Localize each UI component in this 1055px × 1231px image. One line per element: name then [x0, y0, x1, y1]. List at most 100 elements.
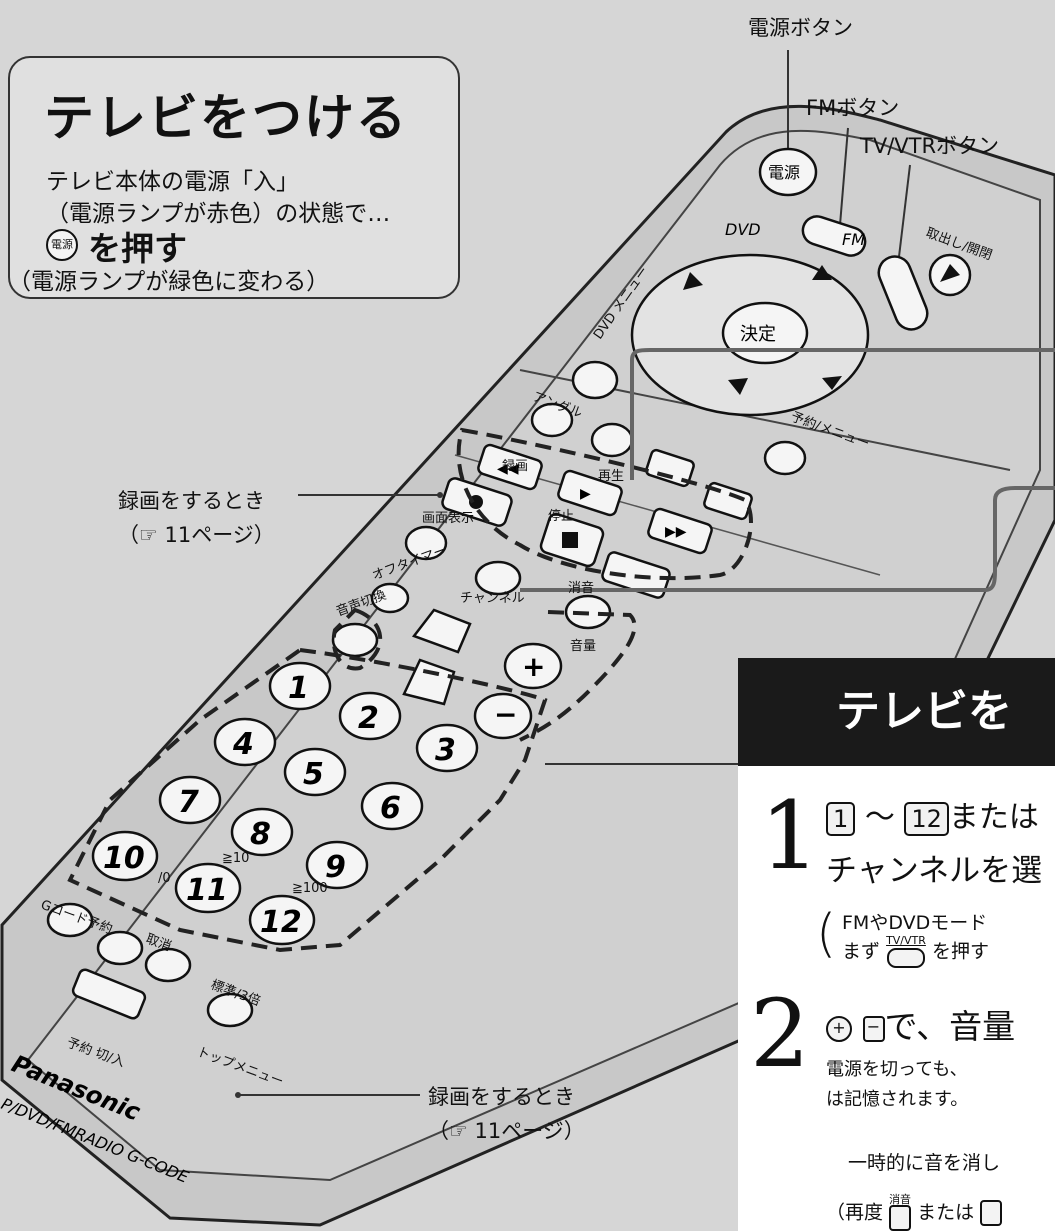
svg-text:7: 7	[178, 785, 199, 820]
svg-text:◀◀: ◀◀	[497, 461, 519, 477]
callout-title: テレビをつける	[44, 89, 408, 147]
step-2-note-3: 一時的に音を消し	[848, 1152, 1001, 1174]
fm-button-label: FMボタン	[806, 96, 900, 120]
callout-line-1: テレビ本体の電源「入」	[46, 169, 299, 195]
power-button-label: 電源ボタン	[748, 16, 853, 40]
ff-button	[647, 507, 713, 555]
plus-icon: +	[826, 1015, 852, 1042]
tvvtr-key-icon	[886, 947, 925, 968]
eject-button	[928, 253, 972, 297]
reset-button	[71, 968, 147, 1020]
screen-display-button	[404, 525, 448, 561]
skip-back-button	[645, 448, 695, 488]
record-page-ref-upper: （☞ 11ページ）	[118, 523, 275, 547]
number-pad: 1 2 3 4 5 6 7 8 9 10 11 12	[91, 661, 479, 946]
note4-prefix: （再度	[826, 1201, 884, 1224]
step-1-number: 1	[760, 782, 820, 891]
svg-text:停止: 停止	[548, 508, 574, 524]
off-timer-button	[370, 582, 410, 614]
key-icon	[980, 1200, 1003, 1226]
channel-down-button	[402, 658, 456, 706]
svg-text:画面表示: 画面表示	[422, 511, 474, 526]
record-label-lower: 録画をするとき	[428, 1085, 575, 1109]
svg-text:チャンネル: チャンネル	[460, 591, 525, 606]
svg-text:3: 3	[435, 733, 456, 768]
svg-text:6: 6	[380, 791, 401, 826]
svg-text:消音: 消音	[568, 580, 594, 596]
volume-up-button	[503, 642, 563, 690]
svg-text:9: 9	[325, 850, 346, 885]
cancel-button	[96, 930, 144, 966]
volume-down-button	[473, 692, 533, 740]
power-button: 電源	[758, 147, 818, 197]
mute-key-label: 消音	[889, 1193, 912, 1206]
svg-text:10: 10	[103, 841, 145, 876]
input-switch-button	[474, 560, 522, 596]
svg-text:12: 12	[260, 905, 302, 940]
svg-text:5: 5	[303, 757, 324, 792]
dvd-menu-button	[571, 360, 619, 400]
svg-text:音量: 音量	[570, 638, 596, 654]
svg-text:2: 2	[358, 701, 379, 736]
svg-text:8: 8	[250, 817, 271, 852]
svg-text:−: −	[494, 698, 517, 731]
svg-text:電源: 電源	[768, 163, 800, 182]
zoom-button	[590, 422, 634, 458]
note4-suffix: または	[917, 1201, 975, 1224]
record-page-ref-lower: （☞ 11ページ）	[428, 1119, 585, 1143]
steps-header: テレビを	[738, 658, 1055, 766]
step-2-line-1: + −で、音量	[826, 1000, 1015, 1048]
step-1-line-2: チャンネルを選	[826, 853, 1043, 889]
svg-text:1: 1	[288, 671, 309, 706]
svg-text:FM: FM	[842, 230, 865, 249]
minus-icon: −	[862, 1015, 885, 1042]
svg-text:▶▶: ▶▶	[665, 524, 687, 540]
step-2-text: で、音量	[884, 1007, 1016, 1046]
mute-key-icon	[889, 1205, 912, 1231]
key-12: 12	[904, 802, 949, 836]
svg-text:≧10: ≧10	[222, 851, 249, 866]
dpad: 決定	[630, 253, 870, 417]
power-icon: 電源	[46, 229, 78, 261]
note-suffix: を押す	[931, 940, 989, 963]
step-1-note-2: まず TV/VTR を押す	[842, 934, 989, 968]
svg-text:≧100: ≧100	[292, 881, 328, 896]
angle-button	[530, 402, 574, 438]
svg-text:/0: /0	[158, 871, 171, 886]
svg-text:録画: 録画	[502, 459, 528, 474]
gcode-button	[46, 902, 94, 938]
recall-button	[144, 947, 192, 983]
callout-push-text: を押す	[88, 229, 187, 268]
svg-text:+: +	[522, 650, 545, 683]
svg-text:11: 11	[186, 873, 228, 908]
tvvtr-key-label: TV/VTR	[886, 934, 926, 947]
step-2-note-4: （再度 消音 または	[826, 1193, 1003, 1231]
audio-switch-button	[331, 622, 379, 658]
reserve-menu-button	[763, 440, 807, 476]
tvvtr-button-label: TV/VTRボタン	[860, 134, 1000, 158]
play-button	[557, 469, 623, 517]
svg-text:決定: 決定	[740, 324, 776, 345]
step-2-note-1: 電源を切っても、	[826, 1059, 968, 1080]
svg-text:4: 4	[232, 727, 254, 762]
step-1-text: または	[948, 800, 1039, 835]
step-1-note-1: FMやDVDモード	[842, 912, 988, 934]
step-2-note-2: は記憶されます。	[826, 1089, 969, 1110]
record-label-upper: 録画をするとき	[118, 489, 265, 513]
fm-button: FM	[801, 215, 867, 257]
tilde: ～	[864, 800, 895, 835]
tvvtr-button	[877, 255, 929, 331]
callout-line-3: （電源ランプが緑色に変わる）	[8, 269, 330, 295]
key-1: 1	[826, 802, 856, 836]
note-prefix: まず	[842, 940, 881, 963]
callout-box	[8, 56, 460, 299]
rewind-button	[477, 443, 543, 491]
step-1-note-bracket: (	[816, 904, 837, 964]
svg-text:DVD: DVD	[725, 220, 761, 239]
svg-text:再生: 再生	[598, 469, 624, 484]
channel-up-button	[411, 608, 472, 654]
callout-line-2: （電源ランプが赤色）の状態で…	[46, 201, 391, 227]
step-2-number: 2	[750, 980, 810, 1089]
svg-text:▶: ▶	[580, 486, 591, 502]
